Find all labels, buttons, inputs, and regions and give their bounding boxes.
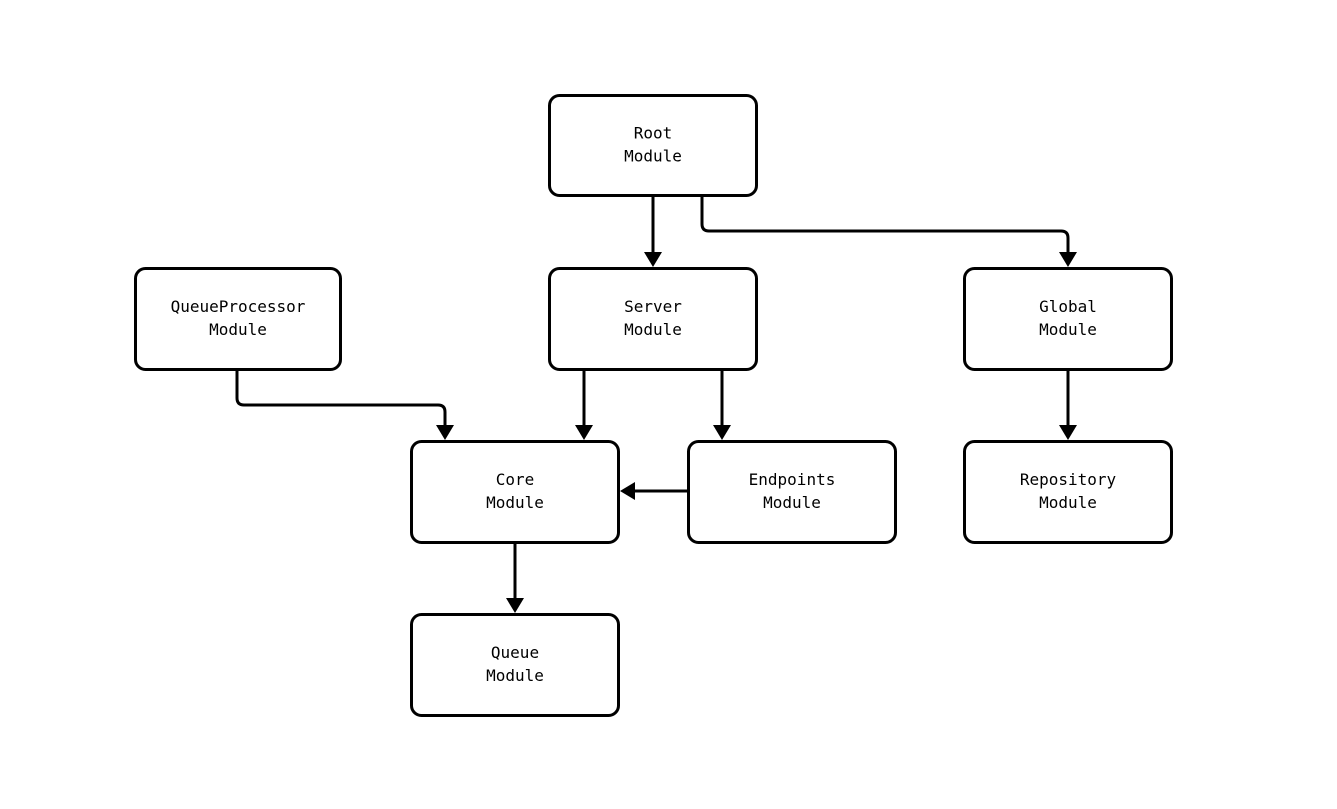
edge-endpoints-to-core [620, 482, 687, 500]
root-module-label-line1: Root [634, 124, 673, 143]
edge-root-to-global-line [700, 197, 1070, 252]
global-module-box[interactable] [963, 267, 1173, 371]
queue-module-label-line2: Module [486, 666, 544, 685]
edge-root-to-global-arrowhead [1059, 252, 1077, 267]
edge-core-to-queue [506, 544, 524, 613]
queue-module-label-line1: Queue [491, 643, 539, 662]
root-module-box[interactable] [548, 94, 758, 197]
root-module-label-line2: Module [624, 146, 682, 165]
server-module-box[interactable] [548, 267, 758, 371]
core-module-label-line2: Module [486, 493, 544, 512]
queueprocessor-module-label-line1: QueueProcessor [171, 297, 306, 316]
edge-root-to-server-arrowhead [644, 252, 662, 267]
endpoints-module-box[interactable] [687, 440, 897, 544]
edge-server-to-core [575, 371, 593, 440]
edge-root-to-global [700, 197, 1077, 267]
edge-server-to-endpoints-arrowhead [713, 425, 731, 440]
repository-module-box[interactable] [963, 440, 1173, 544]
edge-global-to-repository [1059, 371, 1077, 440]
edge-queueprocessor-to-core-arrowhead [436, 425, 454, 440]
core-module-label-line1: Core [496, 470, 535, 489]
repository-module-label-line1: Repository [1020, 470, 1117, 489]
queue-module-box[interactable] [410, 613, 620, 717]
server-module-label-line2: Module [624, 320, 682, 339]
queueprocessor-module-box[interactable] [134, 267, 342, 371]
edge-queueprocessor-to-core [235, 371, 454, 440]
core-module-box[interactable] [410, 440, 620, 544]
edge-queueprocessor-to-core-line [235, 371, 447, 425]
node-layer: RootModuleQueueProcessorModuleServerModu… [134, 94, 1173, 717]
queueprocessor-module-label-line2: Module [209, 320, 267, 339]
endpoints-module-label-line2: Module [763, 493, 821, 512]
repository-module-label-line2: Module [1039, 493, 1097, 512]
edge-endpoints-to-core-arrowhead [620, 482, 635, 500]
edge-core-to-queue-arrowhead [506, 598, 524, 613]
edge-root-to-server [644, 197, 662, 267]
edge-global-to-repository-arrowhead [1059, 425, 1077, 440]
edge-layer [235, 197, 1077, 613]
global-module-label-line2: Module [1039, 320, 1097, 339]
edge-server-to-endpoints [713, 371, 731, 440]
server-module-label-line1: Server [624, 297, 682, 316]
edge-server-to-core-arrowhead [575, 425, 593, 440]
global-module-label-line1: Global [1039, 297, 1097, 316]
endpoints-module-label-line1: Endpoints [749, 470, 836, 489]
